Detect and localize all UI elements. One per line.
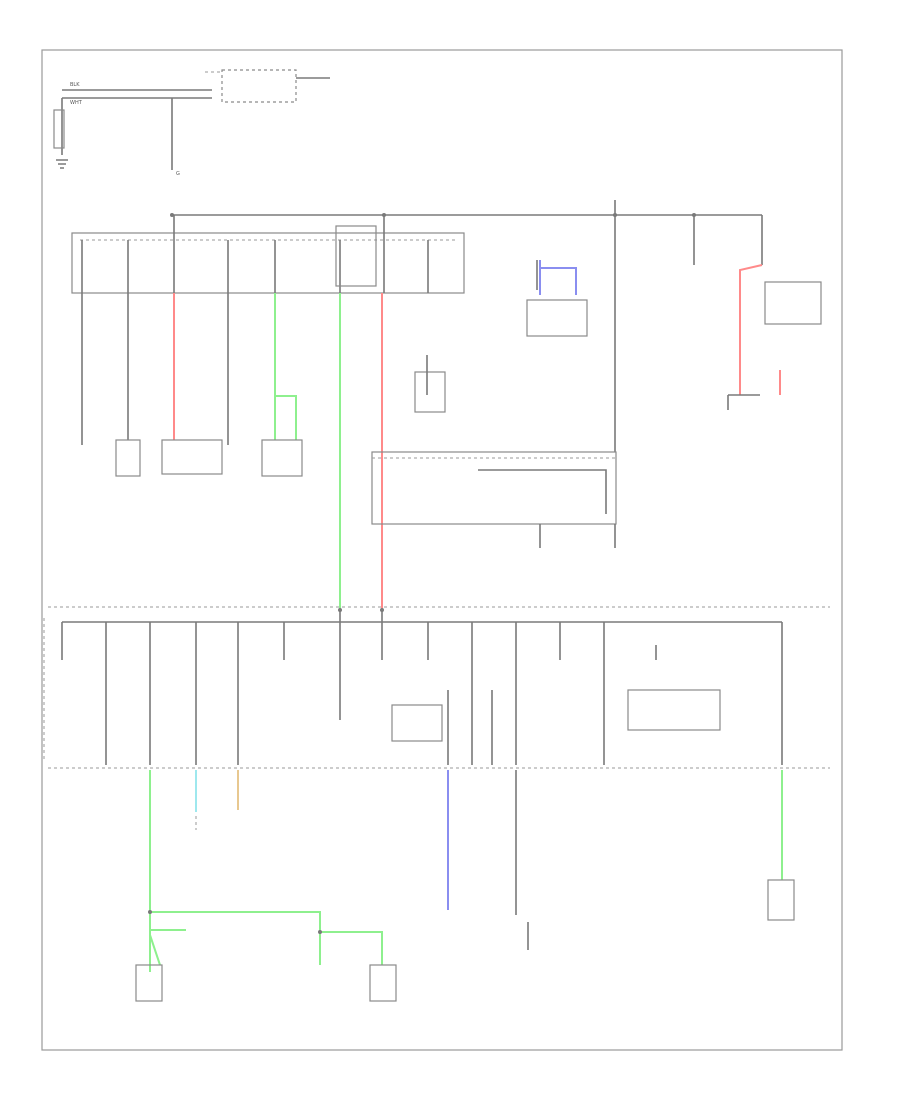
svg-text:BLK: BLK xyxy=(70,82,80,88)
battery-section: BLK WHT G xyxy=(53,69,330,177)
blue-wire-upper xyxy=(539,260,577,295)
lower-loads xyxy=(135,770,795,1002)
fuse-block-upper xyxy=(71,200,822,452)
diagram-frame xyxy=(41,49,843,1051)
green-wire-lower-2 xyxy=(149,911,383,966)
green-wire-2 xyxy=(275,395,297,440)
svg-text:G: G xyxy=(176,171,180,177)
red-wire-3 xyxy=(739,264,781,395)
svg-text:WHT: WHT xyxy=(70,100,83,106)
fuse-block-lower xyxy=(61,610,783,765)
upper-loads xyxy=(81,293,760,548)
